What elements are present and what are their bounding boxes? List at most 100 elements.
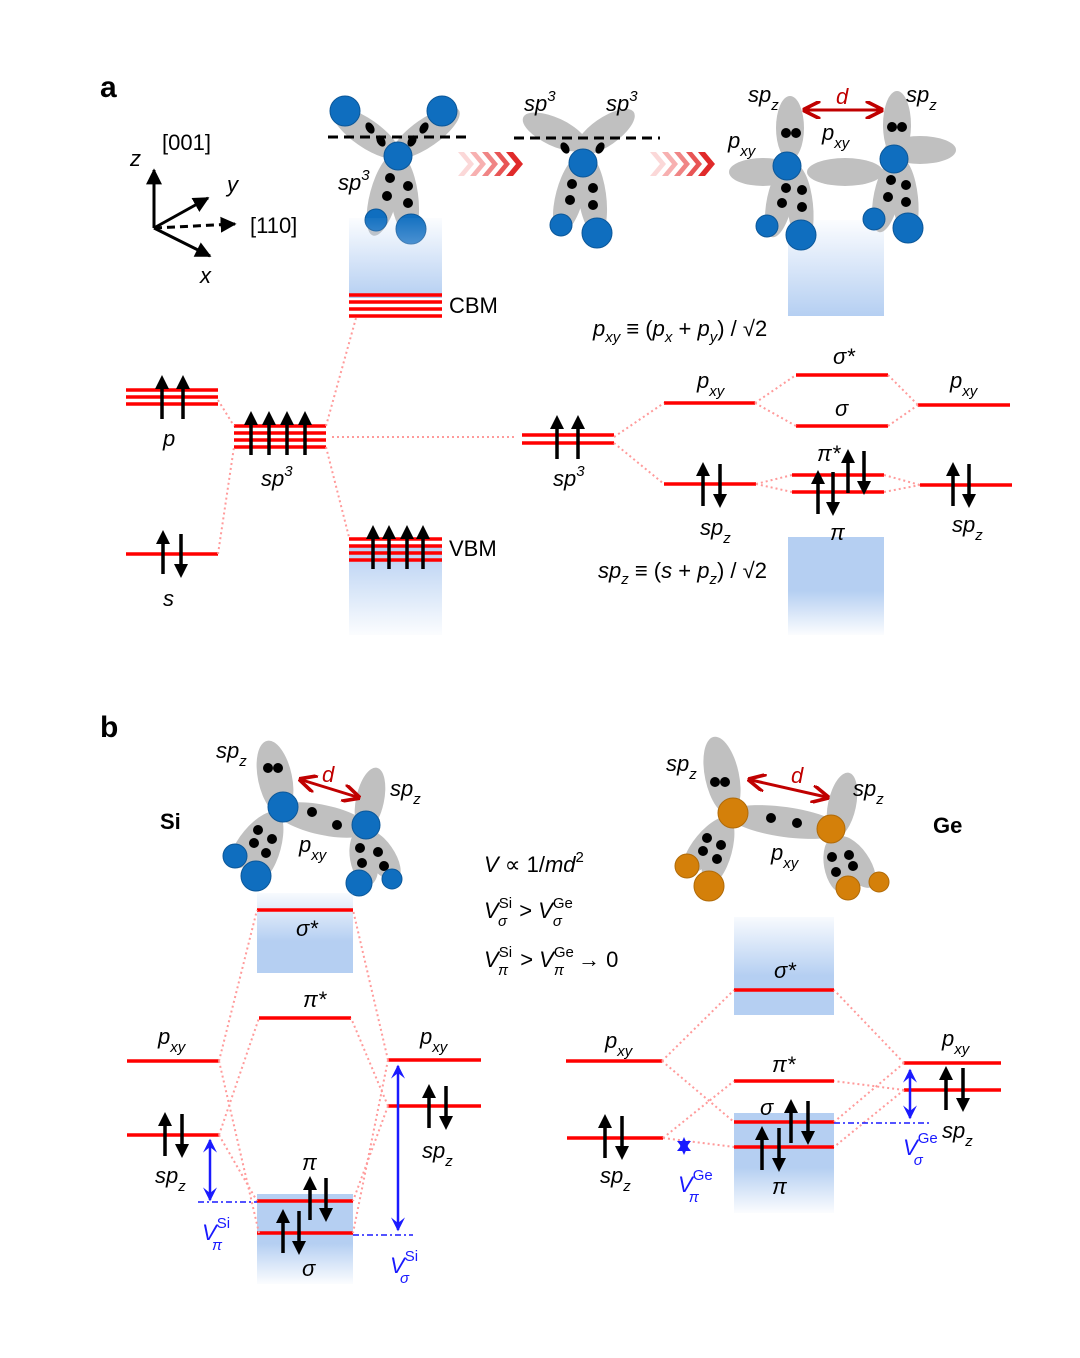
- ge-pi-star-label: π*: [772, 1052, 797, 1077]
- panel-label-b: b: [100, 711, 118, 744]
- ge-pxy-label: pxy: [770, 840, 800, 872]
- surface-sp3-right-label: sp3: [606, 88, 638, 116]
- si-atom: [772, 151, 802, 181]
- si-spz-left-label: spz: [155, 1163, 186, 1195]
- ge-atom: [816, 814, 846, 844]
- si-pi-label: π: [302, 1150, 318, 1175]
- ge-atom: [717, 797, 749, 829]
- dimer-pxy-left-label: pxy: [727, 128, 757, 160]
- pxy-definition: pxy ≡ (px + py) / √2: [592, 316, 767, 346]
- si-atom: [383, 141, 413, 171]
- transition-chevrons-2: [650, 152, 715, 176]
- si-spz-right-label: spz: [390, 776, 421, 808]
- panel-label-a: a: [100, 71, 117, 104]
- si-spz-left-label: spz: [216, 738, 247, 770]
- sigma-star-label: σ*: [833, 344, 856, 369]
- dimer-spz-right-label: spz: [906, 82, 937, 114]
- si-dimer-structure: d spz spz pxy: [216, 738, 421, 897]
- spz-right-label: spz: [952, 512, 983, 544]
- spz-definition: spz ≡ (s + pz) / √2: [598, 558, 767, 588]
- p-level: [126, 373, 218, 421]
- si-atom: [879, 144, 909, 174]
- transition-chevrons-1: [458, 152, 523, 176]
- pi-star-label: π*: [817, 441, 842, 466]
- si-atom: [549, 213, 573, 237]
- ge-pi-label: π: [772, 1174, 788, 1199]
- ge-pxy-right-label: pxy: [941, 1026, 971, 1058]
- dimer-structure: d spz spz pxy pxy: [727, 82, 956, 316]
- s-level: [126, 528, 218, 580]
- si-atom: [426, 95, 458, 127]
- si-atom: [892, 212, 924, 244]
- ge-conduction-band: [734, 917, 834, 1015]
- ge-spz-left-label: spz: [600, 1163, 631, 1195]
- si-conduction-band: [257, 893, 353, 973]
- surface-sp3-level: [522, 413, 614, 461]
- si-distance-arrow: [302, 780, 357, 797]
- si-distance-label: d: [322, 762, 335, 787]
- si-pi-star-label: π*: [303, 987, 328, 1012]
- ge-sigma-label: σ: [760, 1095, 774, 1120]
- y-label: y: [225, 172, 240, 197]
- z-label: z: [129, 146, 141, 171]
- si-sigma-label: σ: [302, 1256, 316, 1281]
- si-atom: [785, 219, 817, 251]
- si-connectors: [218, 909, 389, 1234]
- 110-direction-label: [110]: [250, 213, 297, 238]
- si-atom: [755, 214, 779, 238]
- si-atom: [351, 810, 381, 840]
- ge-spz-left-label: spz: [666, 751, 697, 783]
- ge-atom: [693, 870, 725, 902]
- spz-left-label: spz: [700, 515, 731, 547]
- si-atom: [345, 869, 373, 897]
- ge-v-pi-arrow: [677, 1137, 691, 1155]
- dimer-pxy-mid-label: pxy: [821, 120, 851, 152]
- si-atom: [568, 148, 598, 178]
- relation-v-prop: V ∝ 1/md2: [484, 849, 584, 877]
- y-axis-arrow: [153, 196, 210, 230]
- cbm-levels: [349, 293, 442, 318]
- connectors-panel-a-right: [613, 374, 921, 493]
- ge-distance-arrow: [751, 780, 826, 797]
- sigma-label: σ: [835, 396, 849, 421]
- cbm-label: CBM: [449, 293, 498, 318]
- z-direction-label: [001]: [162, 130, 211, 155]
- conduction-band: [349, 218, 442, 298]
- si-atom: [581, 217, 613, 249]
- ge-sigma-star-label: σ*: [774, 958, 797, 983]
- ge-spz-right-label: spz: [942, 1118, 973, 1150]
- 110-axis-arrow: [153, 216, 237, 233]
- p-label: p: [162, 426, 175, 451]
- dimer-spz-left-label: spz: [748, 82, 779, 114]
- bulk-sp3-label: sp3: [338, 167, 370, 195]
- si-atom: [240, 860, 272, 892]
- surface-sp3-structure: sp3 sp3: [514, 88, 660, 249]
- si-valence-band: [257, 1194, 353, 1284]
- si-pxy-left-label: pxy: [157, 1024, 187, 1056]
- sp3-level: [234, 409, 326, 457]
- x-label: x: [199, 263, 212, 288]
- surface-sp3-left-label: sp3: [524, 88, 556, 116]
- x-axis-arrow: [153, 226, 212, 258]
- axes-triad: z [001] y [110] x: [129, 130, 297, 288]
- surface-sp3-label: sp3: [553, 463, 585, 491]
- ge-atom: [868, 871, 890, 893]
- si-pxy-label: pxy: [298, 832, 328, 864]
- vbm-label: VBM: [449, 536, 497, 561]
- sp3-label: sp3: [261, 463, 293, 491]
- ge-distance-label: d: [791, 763, 804, 788]
- pi-label: π: [830, 520, 846, 545]
- ge-valence-band: [734, 1113, 834, 1213]
- si-atom: [267, 791, 299, 823]
- si-atom: [862, 207, 886, 231]
- si-atom: [329, 95, 361, 127]
- si-pxy-right-label: pxy: [419, 1024, 449, 1056]
- si-spz-right-label: spz: [422, 1138, 453, 1170]
